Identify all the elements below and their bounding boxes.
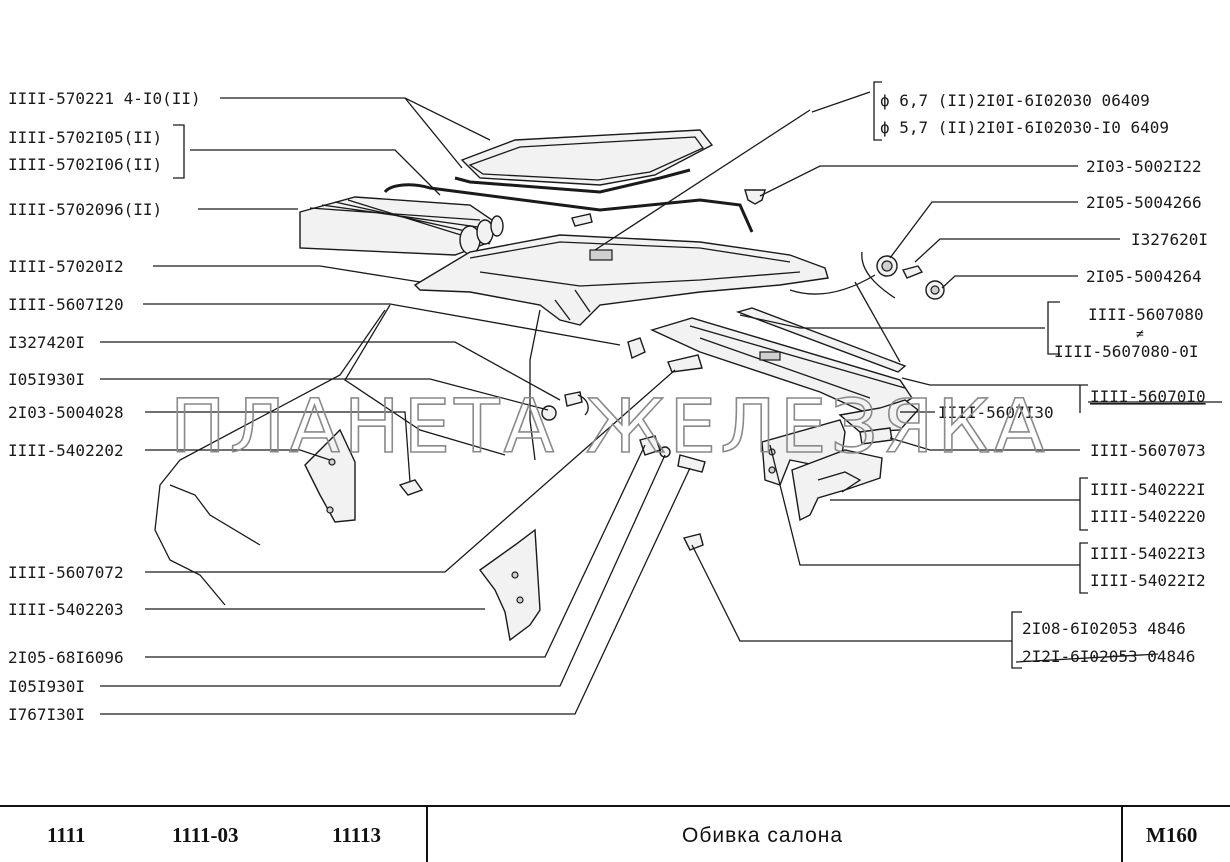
label-right-10: IIII-540222I bbox=[1090, 480, 1206, 499]
label-right-2: I327620I bbox=[1131, 230, 1208, 249]
clip-5607072 bbox=[398, 479, 424, 496]
model-11113: 11113 bbox=[332, 823, 381, 847]
label-left-11: IIII-5402203 bbox=[8, 600, 124, 619]
label-right-7: IIII-56070I0 bbox=[1090, 387, 1206, 406]
label-right-1: 2I05-5004266 bbox=[1086, 193, 1202, 212]
label-left-10: IIII-5607072 bbox=[8, 563, 124, 582]
sheet-number: М160 bbox=[1146, 823, 1197, 847]
label-right-5: ≠ bbox=[1136, 327, 1144, 342]
leader-lines bbox=[100, 81, 1222, 715]
rear-trim-5607073 bbox=[859, 427, 893, 445]
clip-top bbox=[744, 189, 766, 205]
label-left-6: I327420I bbox=[8, 333, 85, 352]
label-left-7: I05I930I bbox=[8, 370, 85, 389]
pillar-trim-5402203 bbox=[479, 528, 541, 642]
label-left-3: IIII-5702096(II) bbox=[8, 200, 162, 219]
label-left-14: I767I30I bbox=[8, 705, 85, 724]
label-right-3: 2I05-5004264 bbox=[1086, 267, 1202, 286]
label-right-0: 2I03-5002I22 bbox=[1086, 157, 1202, 176]
label-right-6: IIII-5607080-0I bbox=[1054, 342, 1199, 361]
label-bottom-right-0: 2I08-6I02053 4846 bbox=[1022, 619, 1186, 638]
screw-13276201 bbox=[901, 265, 924, 279]
label-left-8: 2I03-5004028 bbox=[8, 403, 124, 422]
label-left-2: IIII-5702I06(II) bbox=[8, 155, 162, 174]
title-block: 1111 1111-03 11113 Обивка салона М160 bbox=[0, 805, 1230, 862]
headliner bbox=[413, 234, 829, 326]
label-right-11: IIII-5402220 bbox=[1090, 507, 1206, 526]
screw-17671301 bbox=[677, 454, 706, 473]
labels-left: IIII-570221 4-I0(II) IIII-5702I05(II) II… bbox=[8, 89, 201, 724]
label-left-0: IIII-570221 4-I0(II) bbox=[8, 89, 201, 108]
label-bottom-right-1: 2I2I-6I02053 04846 bbox=[1022, 647, 1195, 666]
watermark: ПЛАНЕТА ЖЕЛЕЗЯКА bbox=[170, 384, 1049, 470]
label-left-4: IIII-57020I2 bbox=[8, 257, 124, 276]
handle-bracket bbox=[627, 337, 646, 359]
label-right-8: IIII-5607I30 bbox=[938, 403, 1054, 422]
label-right-13: IIII-54022I2 bbox=[1090, 571, 1206, 590]
pillar-trim-5402202 bbox=[304, 428, 356, 523]
label-left-13: I05I930I bbox=[8, 677, 85, 696]
label-right-4: IIII-5607080 bbox=[1088, 305, 1204, 324]
model-1111: 1111 bbox=[47, 823, 86, 847]
sunroof-frame bbox=[454, 168, 691, 194]
label-left-9: IIII-5402202 bbox=[8, 441, 124, 460]
label-right-12: IIII-54022I3 bbox=[1090, 544, 1206, 563]
label-right-9: IIII-5607073 bbox=[1090, 441, 1206, 460]
sun-visor-clip bbox=[667, 354, 703, 373]
sunroof-panel bbox=[460, 129, 714, 186]
labels-right: ϕ 6,7 (II)2I0I-6I02030 06409 ϕ 5,7 (II)2… bbox=[880, 91, 1208, 666]
drawing-title: Обивка салона bbox=[682, 824, 843, 847]
label-screw-1: ϕ 5,7 (II)2I0I-6I02030-I0 6409 bbox=[880, 118, 1169, 137]
label-left-5: IIII-5607I20 bbox=[8, 295, 124, 314]
label-screw-0: ϕ 6,7 (II)2I0I-6I02030 06409 bbox=[880, 91, 1150, 110]
model-1111-03: 1111-03 bbox=[172, 823, 239, 847]
label-left-12: 2I05-68I6096 bbox=[8, 648, 124, 667]
label-left-1: IIII-5702I05(II) bbox=[8, 128, 162, 147]
screw-bottom-clip bbox=[682, 533, 704, 551]
screw-2103-5004028 bbox=[564, 391, 583, 407]
